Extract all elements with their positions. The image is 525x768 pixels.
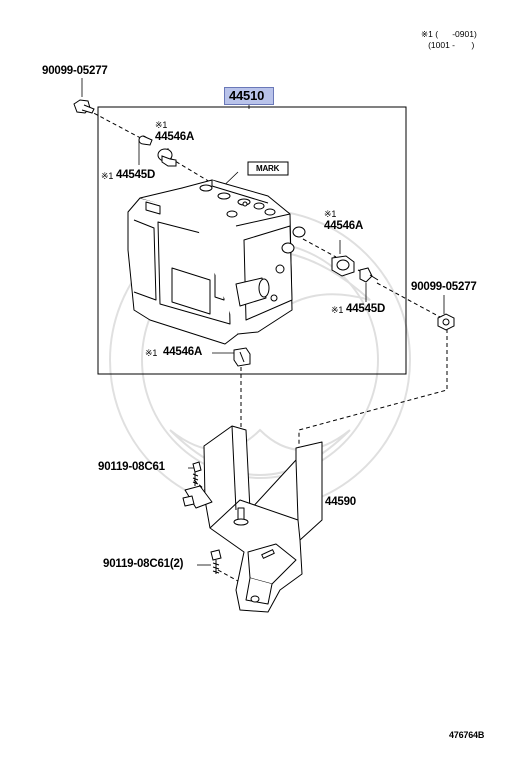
part-label-bolt-top-left[interactable]: 90099-05277	[42, 65, 108, 77]
cap-right-drawing	[331, 255, 355, 277]
part-label-bolt-low[interactable]: 90119-08C61(2)	[103, 558, 184, 570]
main-assembly-highlight	[224, 87, 274, 105]
mark-label: MARK	[256, 164, 280, 173]
note-mark-fitting-left: ※1	[101, 171, 114, 181]
bolt-right-drawing	[437, 313, 455, 331]
note-mark-cap-upper: ※1	[155, 120, 168, 130]
part-label-bolt-right[interactable]: 90099-05277	[411, 281, 477, 293]
figure-id: 476764B	[449, 730, 485, 740]
applicability-note-2: (1001 - )	[421, 40, 475, 50]
part-label-cap-upper[interactable]: 44546A	[155, 131, 195, 143]
abs-actuator-drawing	[127, 179, 306, 345]
cap-upper-drawing	[157, 148, 177, 167]
bolt-low-drawing	[210, 549, 222, 574]
bolt-mid-drawing	[192, 461, 202, 486]
part-label-cap-right[interactable]: 44546A	[324, 220, 364, 232]
applicability-note-1: ※1 ( -0901)	[421, 29, 477, 39]
part-label-bolt-mid[interactable]: 90119-08C61	[98, 461, 165, 473]
part-label-fitting-left[interactable]: 44545D	[116, 169, 156, 181]
part-label-cap-lower[interactable]: 44546A	[163, 346, 203, 358]
part-label-fitting-right[interactable]: 44545D	[346, 303, 386, 315]
part-label-bracket[interactable]: 44590	[325, 496, 356, 508]
note-mark-fitting-right: ※1	[331, 305, 344, 315]
note-mark-cap-right: ※1	[324, 209, 337, 219]
note-mark-cap-lower: ※1	[145, 348, 158, 358]
mark-callout-box	[247, 161, 289, 176]
bolt-top-left-drawing	[73, 99, 95, 114]
assembly-frame	[97, 106, 407, 375]
bracket-drawing	[182, 425, 323, 613]
part-label-main-assembly[interactable]: 44510	[229, 88, 265, 103]
dashed-lines	[87, 109, 448, 586]
cap-lower-drawing	[233, 347, 251, 367]
fitting-right-drawing	[359, 267, 379, 283]
fitting-left-drawing	[138, 135, 153, 146]
